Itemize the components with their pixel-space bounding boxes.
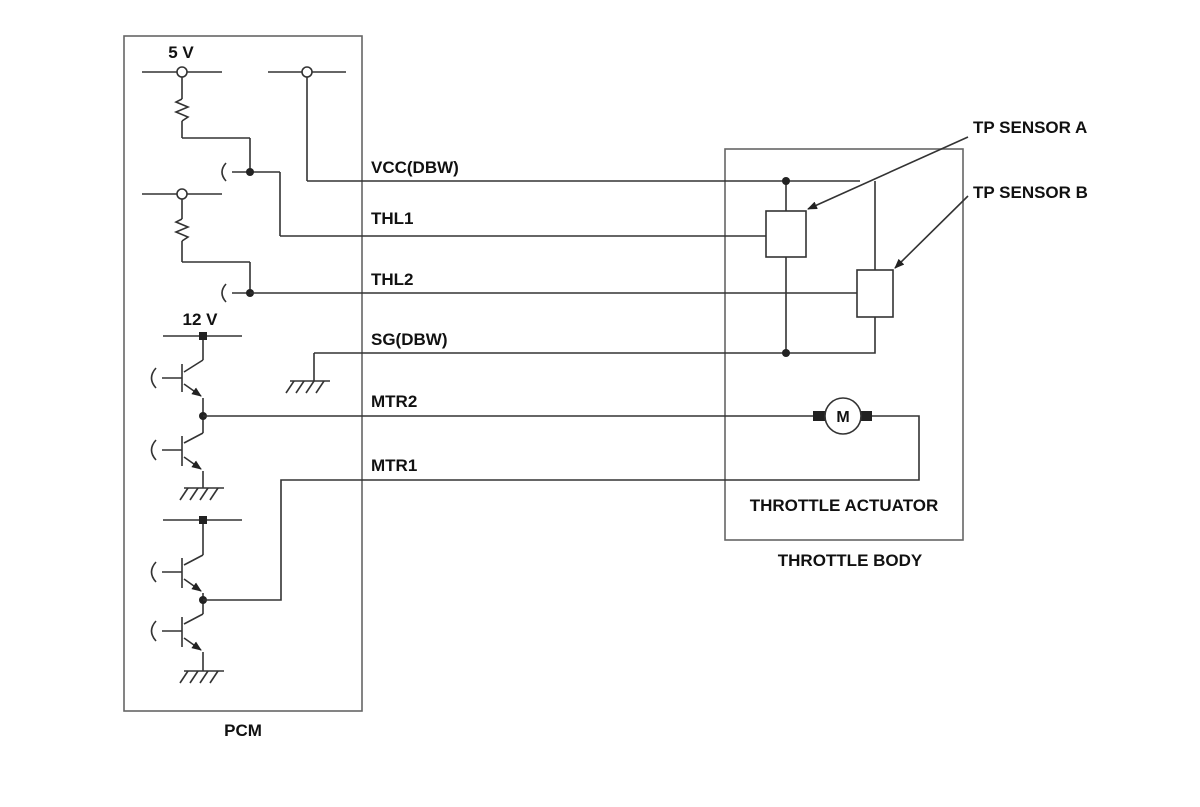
signal-label-sg: SG(DBW) [371, 330, 447, 349]
signal-label-thl2: THL2 [371, 270, 414, 289]
signal-label-mtr2: MTR2 [371, 392, 417, 411]
junction-dot [246, 168, 254, 176]
tp-sensor-b [856, 269, 894, 318]
5v-supply-network [142, 66, 281, 303]
signal-label-thl1: THL1 [371, 209, 414, 228]
wire-sg [314, 317, 876, 354]
motor-symbol: M [836, 409, 849, 426]
vcc-terminal [268, 66, 346, 181]
callout-arrow-a [807, 136, 969, 210]
pcm-box [123, 35, 363, 712]
callout-tp-sensor-b: TP SENSOR B [973, 183, 1088, 202]
signal-label-vcc: VCC(DBW) [371, 158, 459, 177]
throttle-body-label: THROTTLE BODY [778, 551, 923, 570]
12v-label: 12 V [183, 310, 219, 329]
callout-tp-sensor-a: TP SENSOR A [973, 118, 1087, 137]
pcm-label: PCM [224, 721, 262, 740]
motor-driver-lower [150, 516, 242, 684]
callout-arrow-b [894, 195, 969, 269]
sg-ground-symbol [285, 353, 330, 394]
throttle-actuator-label: THROTTLE ACTUATOR [750, 496, 939, 515]
throttle-motor: M [813, 397, 872, 435]
tp-sensor-network [765, 177, 894, 357]
tp-sensor-a [765, 210, 807, 258]
throttle-body-box [724, 148, 964, 541]
signal-label-mtr1: MTR1 [371, 456, 417, 475]
junction-dot [782, 349, 790, 357]
wire-mtr1 [203, 415, 920, 601]
junction-dot [782, 177, 790, 185]
5v-label: 5 V [168, 43, 194, 62]
